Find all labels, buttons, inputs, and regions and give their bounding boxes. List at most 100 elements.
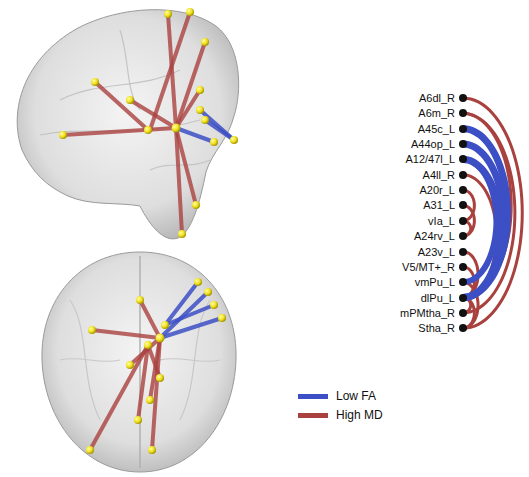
region-sphere — [201, 38, 209, 46]
region-label: A20r_L — [420, 182, 455, 198]
sulcus-line — [40, 30, 210, 170]
region-node: V5/MT+_R — [402, 259, 463, 275]
region-node: A6dl_R — [419, 90, 463, 106]
region-label: A4ll_R — [423, 167, 455, 183]
region-sphere — [156, 374, 164, 382]
region-dot — [459, 140, 467, 148]
region-node: A45c_L — [418, 121, 463, 137]
connection-arc — [463, 144, 504, 298]
brain-top — [42, 252, 236, 472]
region-node: A6m_R — [418, 105, 463, 121]
region-node: A20r_L — [420, 182, 463, 198]
connection-line — [130, 338, 160, 365]
region-node: dlPu_L — [421, 290, 463, 306]
region-sphere — [194, 278, 202, 286]
region-label: A31_L — [423, 197, 455, 213]
region-label: A6dl_R — [419, 90, 455, 106]
region-dot — [459, 294, 467, 302]
connection-line — [140, 300, 160, 338]
region-sphere — [134, 416, 142, 424]
region-label: A12/47l_L — [405, 151, 455, 167]
region-sphere — [210, 138, 218, 146]
legend-item: High MD — [298, 408, 383, 422]
region-sphere — [144, 126, 152, 134]
connection-arc — [463, 98, 522, 328]
brain-lateral — [17, 10, 238, 239]
legend-swatch — [298, 413, 328, 418]
region-sphere — [192, 201, 200, 209]
connection-line — [176, 128, 214, 142]
region-dot — [459, 186, 467, 194]
connection-line — [92, 330, 160, 338]
lateral-connections — [63, 12, 234, 234]
connection-line — [176, 128, 196, 205]
region-node: A12/47l_L — [405, 151, 463, 167]
region-label: vmPu_L — [415, 274, 455, 290]
region-sphere — [86, 446, 94, 454]
region-sphere — [136, 296, 144, 304]
region-dot — [459, 125, 467, 133]
region-sphere — [218, 314, 226, 322]
legend-label: Low FA — [336, 389, 376, 403]
connection-line — [63, 128, 176, 135]
region-label: vIa_L — [428, 213, 455, 229]
connection-arc — [463, 113, 515, 313]
legend-item: Low FA — [298, 389, 376, 403]
region-sphere — [230, 136, 238, 144]
region-dot — [459, 248, 467, 256]
region-dot — [459, 109, 467, 117]
region-node: A44op_L — [411, 136, 463, 152]
connection-arc — [463, 159, 496, 282]
region-node: A4ll_R — [423, 167, 463, 183]
region-node: Stha_R — [418, 320, 463, 336]
lateral-regions — [59, 8, 238, 238]
region-sphere — [204, 288, 212, 296]
region-dot — [459, 171, 467, 179]
region-label: A24rv_L — [414, 228, 455, 244]
region-sphere — [201, 116, 209, 124]
region-label: A45c_L — [418, 121, 455, 137]
region-sphere — [126, 361, 134, 369]
region-dot — [459, 263, 467, 271]
region-sphere — [210, 301, 218, 309]
region-sphere — [196, 106, 204, 114]
region-dot — [459, 309, 467, 317]
region-dot — [459, 94, 467, 102]
region-sphere — [196, 86, 204, 94]
region-node: A23v_L — [418, 244, 463, 260]
region-sphere — [88, 326, 96, 334]
region-label: A6m_R — [418, 105, 455, 121]
region-sphere — [178, 230, 186, 238]
connection-arc — [463, 113, 511, 297]
region-sphere — [164, 10, 172, 18]
region-label: dlPu_L — [421, 290, 455, 306]
region-label: V5/MT+_R — [402, 259, 455, 275]
region-sphere — [172, 124, 181, 133]
top-connections — [90, 282, 222, 450]
connection-line — [130, 100, 176, 128]
connection-arc — [463, 159, 500, 297]
region-sphere — [144, 341, 152, 349]
region-label: A23v_L — [418, 244, 455, 260]
region-sphere — [186, 8, 194, 16]
legend-label: High MD — [336, 408, 383, 422]
connection-line — [148, 345, 160, 378]
region-sphere — [156, 334, 165, 343]
region-sphere — [148, 446, 156, 454]
region-sphere — [126, 96, 134, 104]
region-sphere — [161, 321, 169, 329]
legend-swatch — [298, 394, 328, 399]
region-label: Stha_R — [418, 320, 455, 336]
connection-line — [200, 110, 234, 140]
region-sphere — [91, 78, 99, 86]
region-node: A31_L — [423, 197, 463, 213]
region-sphere — [146, 396, 154, 404]
connection-line — [176, 42, 205, 128]
top-regions — [86, 278, 226, 454]
region-node: A24rv_L — [414, 228, 463, 244]
connection-line — [165, 282, 198, 325]
region-sphere — [59, 131, 67, 139]
region-node: vmPu_L — [415, 274, 463, 290]
connection-line — [90, 345, 148, 450]
